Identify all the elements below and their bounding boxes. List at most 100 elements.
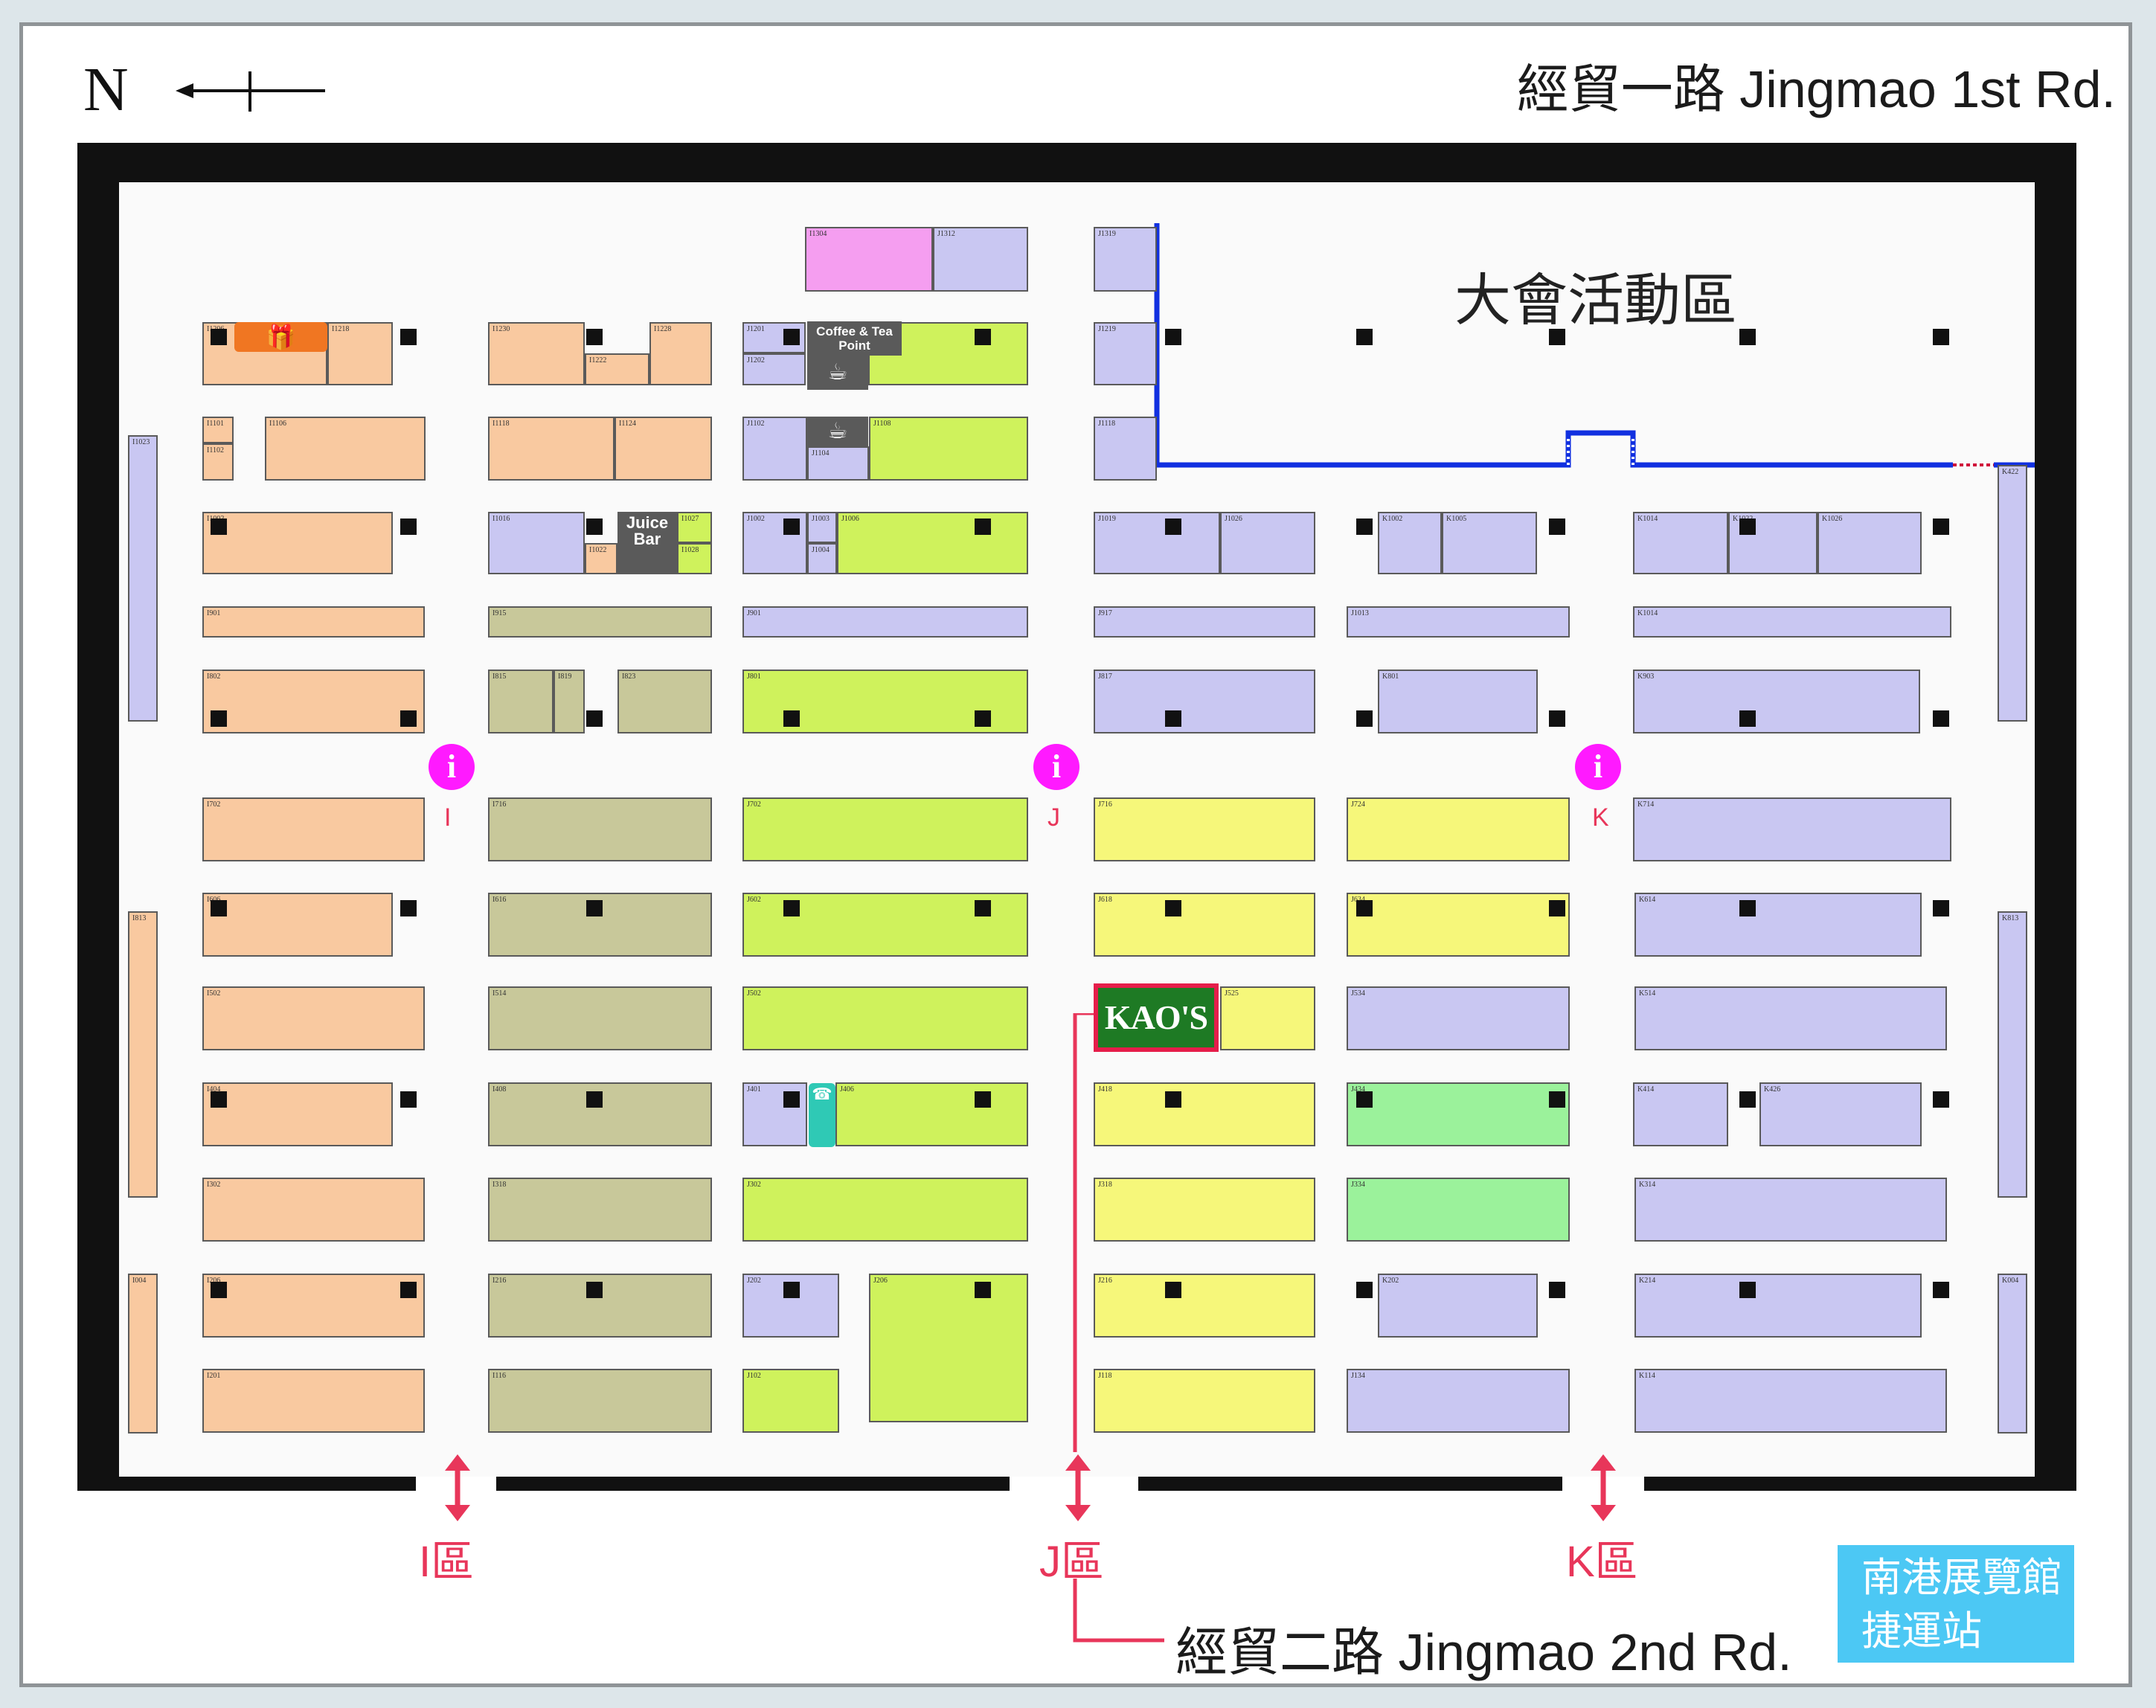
booth-i302[interactable]: I302: [202, 1178, 425, 1242]
booth-i1016[interactable]: I1016: [488, 512, 585, 574]
booth-j216[interactable]: J216: [1094, 1274, 1315, 1338]
booth-j434[interactable]: J434: [1347, 1082, 1570, 1146]
booth-k614[interactable]: K614: [1634, 893, 1922, 957]
booth-j716[interactable]: J716: [1094, 797, 1315, 861]
booth-k514[interactable]: K514: [1634, 986, 1947, 1050]
booth-j1019[interactable]: J1019: [1094, 512, 1220, 574]
booth-i702[interactable]: I702: [202, 797, 425, 861]
booth-j302[interactable]: J302: [742, 1178, 1028, 1242]
booth-i1218[interactable]: I1218: [327, 322, 393, 385]
booth-k1005[interactable]: K1005: [1442, 512, 1537, 574]
booth-i1228[interactable]: I1228: [649, 322, 712, 385]
booth-i116[interactable]: I116: [488, 1369, 712, 1433]
booth-j334[interactable]: J334: [1347, 1178, 1570, 1242]
booth-k1014[interactable]: K1014: [1633, 512, 1728, 574]
booth-i1002[interactable]: I1002: [202, 512, 393, 574]
booth-i1118[interactable]: I1118: [488, 417, 615, 481]
booth-j1026[interactable]: J1026: [1220, 512, 1315, 574]
booth-i1101[interactable]: I1101: [202, 417, 234, 443]
booth-j134[interactable]: J134: [1347, 1369, 1570, 1433]
booth-k1002[interactable]: K1002: [1378, 512, 1442, 574]
pillar-4: [975, 329, 991, 345]
booth-i1023[interactable]: I1023: [128, 435, 158, 722]
booth-i1124[interactable]: I1124: [615, 417, 712, 481]
booth-i502[interactable]: I502: [202, 986, 425, 1050]
booth-j901[interactable]: J901: [742, 606, 1028, 638]
booth-k214[interactable]: K214: [1634, 1274, 1922, 1338]
booth-i606[interactable]: I606: [202, 893, 393, 957]
booth-k414[interactable]: K414: [1633, 1082, 1728, 1146]
booth-i1027[interactable]: I1027: [677, 512, 712, 543]
booth-i004[interactable]: I004: [128, 1274, 158, 1434]
booth-i1022[interactable]: I1022: [585, 543, 617, 574]
booth-i901[interactable]: I901: [202, 606, 425, 638]
metro-station-sign[interactable]: 南港展覽館 捷運站: [1838, 1545, 2074, 1663]
booth-i802[interactable]: I802: [202, 670, 425, 733]
pillar-56: [1356, 1282, 1373, 1298]
booth-k004[interactable]: K004: [1998, 1274, 2027, 1434]
booth-k202[interactable]: K202: [1378, 1274, 1538, 1338]
booth-i915[interactable]: I915: [488, 606, 712, 638]
booth-k426[interactable]: K426: [1759, 1082, 1922, 1146]
booth-j724[interactable]: J724: [1347, 797, 1570, 861]
booth-i1222[interactable]: I1222: [585, 353, 649, 385]
booth-i819[interactable]: I819: [554, 670, 585, 733]
booth-k714[interactable]: K714: [1633, 797, 1951, 861]
booth-i1230[interactable]: I1230: [488, 322, 585, 385]
booth-j418[interactable]: J418: [1094, 1082, 1315, 1146]
booth-i201[interactable]: I201: [202, 1369, 425, 1433]
booth-i716[interactable]: I716: [488, 797, 712, 861]
booth-j1003[interactable]: J1003: [807, 512, 837, 543]
booth-i404[interactable]: I404: [202, 1082, 393, 1146]
booth-i1304[interactable]: I1304: [805, 227, 933, 292]
booth-k801[interactable]: K801: [1378, 670, 1538, 733]
booth-j1104[interactable]: J1104: [807, 446, 869, 481]
booth-k114[interactable]: K114: [1634, 1369, 1947, 1433]
booth-i206[interactable]: I206: [202, 1274, 425, 1338]
booth-i318[interactable]: I318: [488, 1178, 712, 1242]
pillar-20: [211, 710, 227, 727]
booth-j618[interactable]: J618: [1094, 893, 1315, 957]
info-icon-K[interactable]: i: [1575, 744, 1621, 790]
booth-j502[interactable]: J502: [742, 986, 1028, 1050]
booth-i1106[interactable]: I1106: [265, 417, 426, 481]
booth-j1219[interactable]: J1219: [1094, 322, 1157, 385]
booth-j406[interactable]: J406: [835, 1082, 1028, 1146]
booth-j118[interactable]: J118: [1094, 1369, 1315, 1433]
info-icon-J[interactable]: i: [1033, 744, 1079, 790]
booth-i823[interactable]: I823: [617, 670, 712, 733]
booth-j1013[interactable]: J1013: [1347, 606, 1570, 638]
booth-j1202[interactable]: J1202: [742, 353, 806, 385]
booth-j1312[interactable]: J1312: [933, 227, 1028, 292]
booth-j702[interactable]: J702: [742, 797, 1028, 861]
booth-k1014[interactable]: K1014: [1633, 606, 1951, 638]
kaos-booth[interactable]: KAO'S: [1094, 983, 1219, 1052]
booth-j1118[interactable]: J1118: [1094, 417, 1157, 481]
booth-j534[interactable]: J534: [1347, 986, 1570, 1050]
booth-i1102[interactable]: I1102: [202, 443, 234, 481]
info-icon-I[interactable]: i: [429, 744, 475, 790]
booth-j817[interactable]: J817: [1094, 670, 1315, 733]
booth-j1319[interactable]: J1319: [1094, 227, 1157, 292]
booth-k1026[interactable]: K1026: [1817, 512, 1922, 574]
booth-k422[interactable]: K422: [1998, 465, 2027, 722]
booth-j525[interactable]: J525: [1220, 986, 1315, 1050]
booth-j634[interactable]: J634: [1347, 893, 1570, 957]
booth-k314[interactable]: K314: [1634, 1178, 1947, 1242]
booth-j1108[interactable]: J1108: [869, 417, 1028, 481]
booth-j102[interactable]: J102: [742, 1369, 839, 1433]
booth-i815[interactable]: I815: [488, 670, 554, 733]
booth-j1006[interactable]: J1006: [837, 512, 1028, 574]
booth-j1004[interactable]: J1004: [807, 543, 837, 574]
booth-j917[interactable]: J917: [1094, 606, 1315, 638]
booth-i514[interactable]: I514: [488, 986, 712, 1050]
booth-i1028[interactable]: I1028: [677, 543, 712, 574]
booth-j1102[interactable]: J1102: [742, 417, 807, 481]
booth-j318[interactable]: J318: [1094, 1178, 1315, 1242]
booth-i813[interactable]: I813: [128, 911, 158, 1198]
booth-j1002[interactable]: J1002: [742, 512, 807, 574]
booth-j206[interactable]: J206: [869, 1274, 1028, 1422]
pillar-22: [586, 710, 603, 727]
booth-k903[interactable]: K903: [1633, 670, 1920, 733]
booth-k813s[interactable]: K813: [1998, 911, 2027, 1198]
